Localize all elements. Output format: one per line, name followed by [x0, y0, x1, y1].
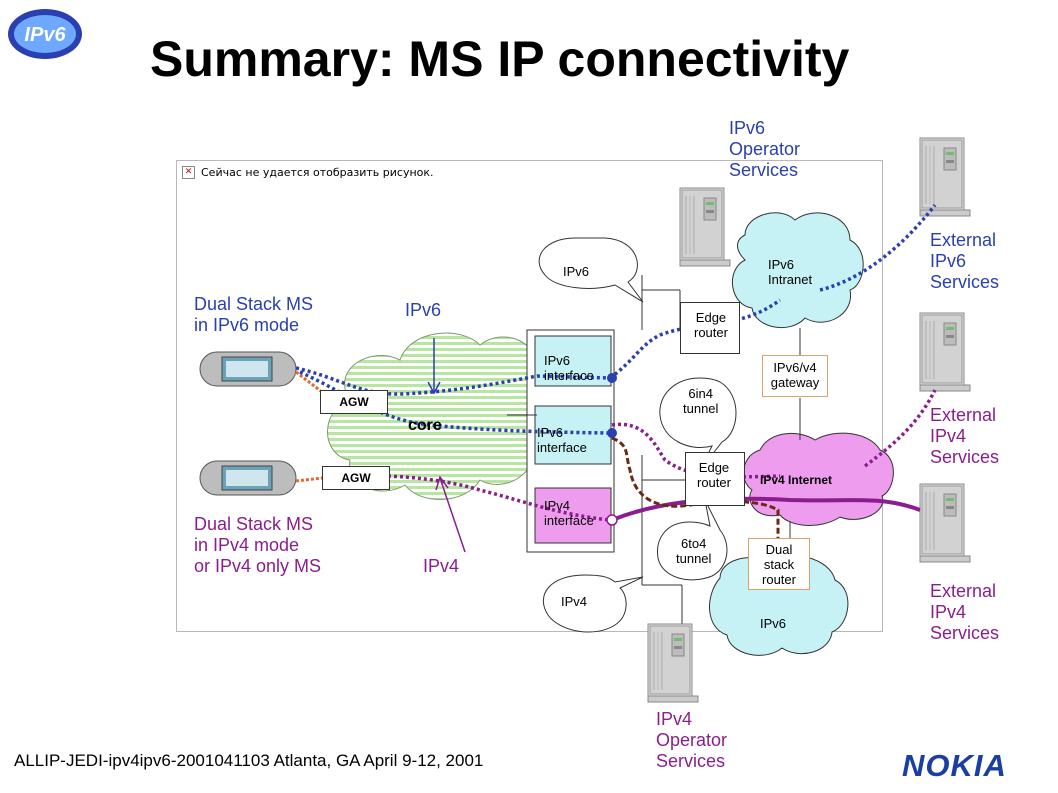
tunnel-path: [611, 436, 780, 540]
ipv4-internet-label: IPv4 Internet: [760, 473, 833, 487]
external-ipv6-server: [919, 137, 971, 217]
ipv4-arrow: [439, 477, 466, 553]
ipv6-path-3: [608, 298, 782, 380]
ipv6-interface-2-box: [534, 405, 612, 465]
ipv4-bubble-label: IPv4: [561, 594, 588, 609]
footer-text: ALLIP-JEDI-ipv4ipv6-2001041103 Atlanta, …: [14, 751, 484, 770]
ipv6-arrow-label: IPv6: [405, 300, 442, 320]
logo-text: IPv6: [24, 24, 66, 46]
ipv4-arrow-label: IPv4: [423, 556, 460, 576]
external-ipv4-server-1: [919, 312, 971, 392]
edge-router-top-box: [680, 302, 740, 354]
ipv6-intranet-cloud: [731, 212, 864, 328]
page-title: Summary: MS IP connectivity: [150, 31, 850, 87]
ipv4-internet-cloud: [743, 432, 894, 526]
ipv4-path-1: [321, 473, 611, 522]
ipv6-path-external: [819, 203, 937, 292]
nokia-logo: NOKIA: [902, 748, 1007, 783]
access-link-top: [295, 370, 323, 394]
edge-router-bottom-box: [685, 452, 745, 506]
ipv6-cloud-label: IPv6: [760, 616, 787, 631]
agw-top: AGW: [320, 390, 388, 414]
ipv6-bubble: [538, 237, 644, 303]
ipv4-operator-server: [647, 623, 699, 703]
ipv4-solid-path: [611, 496, 921, 522]
ipv6-operator-server: [679, 187, 731, 267]
ipv4-path-external: [863, 389, 937, 468]
ms-phone-ipv4: [199, 460, 297, 496]
ms-phone-ipv6: [199, 351, 297, 387]
core-label: core: [408, 417, 442, 434]
external-ipv4-server-2: [919, 483, 971, 563]
broken-image-notice: ✕ Сейчас не удается отобразить рисунок.: [182, 166, 434, 179]
broken-image-icon: ✕: [182, 166, 195, 179]
ipv6-bubble-label: IPv6: [563, 264, 590, 279]
ipv4-bubble: [542, 574, 644, 633]
access-link-bottom: [295, 476, 323, 483]
broken-image-text: Сейчас не удается отобразить рисунок.: [201, 166, 434, 179]
agw-bottom: AGW: [322, 466, 390, 490]
ipv6-logo: IPv6: [6, 6, 84, 62]
tunnel-6to4-bubble: [656, 499, 728, 581]
